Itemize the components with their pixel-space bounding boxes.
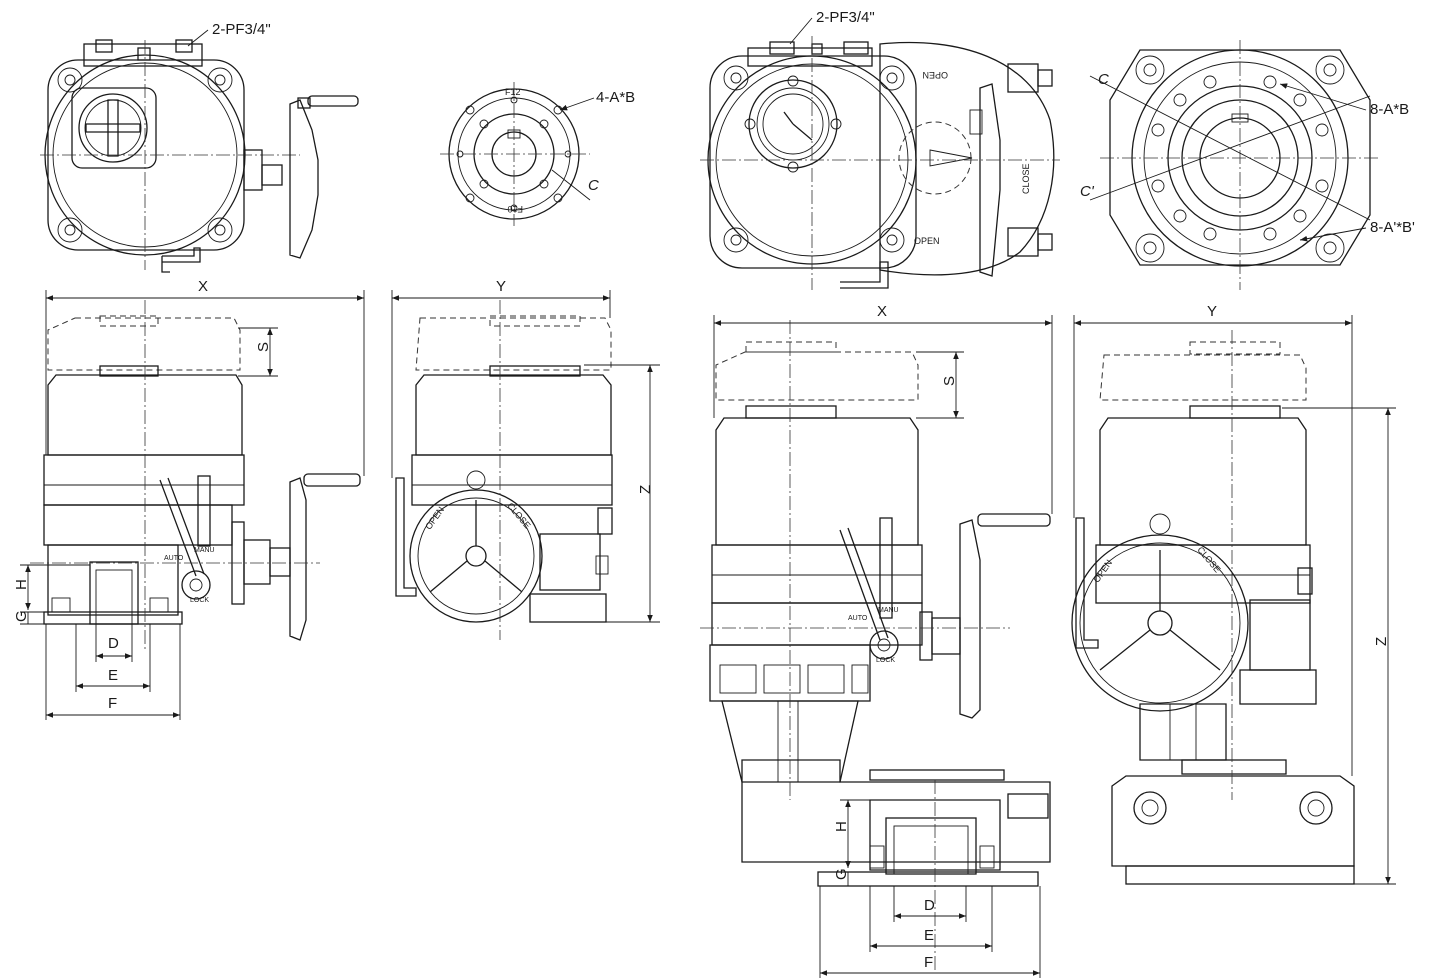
- left-top-view: [40, 39, 359, 273]
- left-flange-bolt-leader: [559, 97, 595, 111]
- left-label-h: H: [13, 579, 30, 590]
- left-lever-auto: AUTO: [164, 555, 184, 562]
- right-indicator-close: CLOSE: [1021, 163, 1031, 194]
- right-label-d: D: [924, 897, 935, 914]
- left-label-y: Y: [496, 278, 506, 295]
- right-conduit-callout: 2-PF3/4": [816, 9, 875, 26]
- left-pcd-label: C: [588, 177, 599, 194]
- right-label-g: G: [833, 868, 850, 880]
- right-label-x: X: [877, 303, 887, 320]
- left-label-d: D: [108, 635, 119, 652]
- left-label-s: S: [255, 342, 272, 352]
- right-bolt-callout: 8-A*B: [1370, 101, 1409, 118]
- right-flange-view: [1089, 40, 1380, 290]
- right-label-f: F: [924, 954, 933, 971]
- right-top-view: [700, 36, 1060, 290]
- left-front-view: [30, 300, 361, 650]
- left-lever-lock: LOCK: [190, 597, 209, 604]
- left-side-view: [395, 300, 613, 640]
- right-label-z: Z: [1373, 637, 1390, 646]
- left-lever-manu: MANU: [194, 547, 215, 554]
- right-pcd-label: C: [1098, 71, 1109, 88]
- right-lever-lock: LOCK: [876, 657, 895, 664]
- left-label-e: E: [108, 667, 118, 684]
- right-label-s: S: [941, 376, 958, 386]
- right-label-h: H: [833, 821, 850, 832]
- right-lever-auto: AUTO: [848, 615, 868, 622]
- right-bolt-prime-callout: 8-A'*B': [1370, 219, 1415, 236]
- right-pcd-prime-label: C': [1080, 183, 1095, 200]
- left-flange-label-top: F12: [505, 87, 521, 97]
- right-bolt-prime-leader: [1299, 227, 1367, 242]
- left-label-z: Z: [637, 485, 654, 494]
- left-flange-bolt-callout: 4-A*B: [596, 89, 635, 106]
- left-label-f: F: [108, 695, 117, 712]
- left-conduit-leader: [187, 29, 209, 47]
- right-conduit-leader: [789, 17, 813, 45]
- left-label-x: X: [198, 278, 208, 295]
- right-lever-manu: MANU: [878, 607, 899, 614]
- right-indicator-open-bottom: OPEN: [914, 236, 940, 246]
- left-flange-label-bottom: F10: [507, 204, 523, 214]
- right-bolt-leader: [1279, 83, 1367, 111]
- left-pcd-leader: [551, 169, 591, 201]
- left-conduit-callout: 2-PF3/4": [212, 21, 271, 38]
- right-side-view: [1071, 330, 1355, 885]
- left-handwheel-open: OPEN: [423, 505, 446, 532]
- right-handwheel-open: OPEN: [1091, 558, 1114, 585]
- right-front-view: [700, 320, 1051, 970]
- right-indicator-open-top: OPEN: [922, 70, 948, 80]
- left-flange-view: [440, 82, 590, 226]
- right-label-e: E: [924, 927, 934, 944]
- right-label-y: Y: [1207, 303, 1217, 320]
- left-label-g: G: [13, 610, 30, 622]
